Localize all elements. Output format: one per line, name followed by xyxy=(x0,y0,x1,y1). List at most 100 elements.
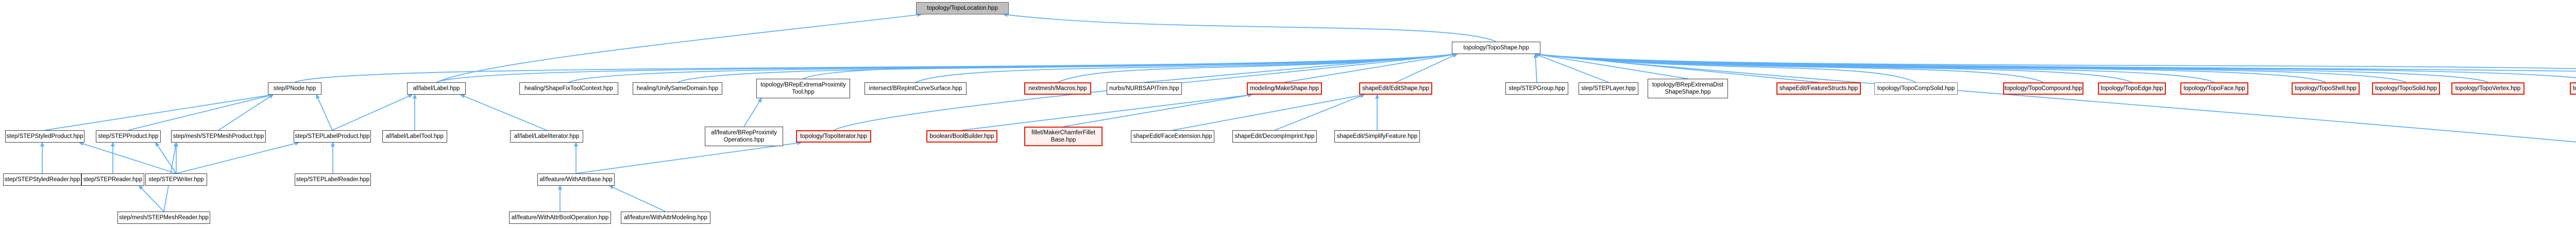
node-label: Operations.hpp xyxy=(723,137,765,143)
node-label: topology/TopoCompound.hpp xyxy=(2004,85,2082,92)
node-label: topology/BRepExtremaDist xyxy=(1652,81,1724,88)
node-stepmeshproduct[interactable]: step/mesh/STEPMeshProduct.hpp xyxy=(171,130,266,143)
node-steplayer[interactable]: step/STEPLayer.hpp xyxy=(1579,82,1638,95)
edge-brepintcurvesurface-to-toposhape xyxy=(915,52,1458,83)
edge-stepwriter-to-steplabelproduct xyxy=(176,141,300,174)
node-label: af/feature/BRepProximity xyxy=(711,129,777,136)
node-faceextension[interactable]: shapeEdit/FaceExtension.hpp xyxy=(1131,130,1214,143)
node-label: shapeEdit/FaceExtension.hpp xyxy=(1133,133,1212,139)
node-label: ShapeShape.hpp xyxy=(1665,89,1711,95)
node-topolocation[interactable]: topology/TopoLocation.hpp xyxy=(916,2,1009,14)
node-label[interactable]: af/label/Label.hpp xyxy=(407,82,466,95)
node-topoface[interactable]: topology/TopoFace.hpp xyxy=(2180,82,2248,95)
node-featurestructs[interactable]: shapeEdit/FeatureStructs.hpp xyxy=(1776,82,1861,95)
node-editshape[interactable]: shapeEdit/EditShape.hpp xyxy=(1359,82,1432,95)
node-label: step/STEPReader.hpp xyxy=(83,176,143,183)
node-stepproduct[interactable]: step/STEPProduct.hpp xyxy=(96,130,161,143)
edge-steplabelproduct-to-label xyxy=(332,94,413,131)
node-steplabelproduct[interactable]: step/STEPLabelProduct.hpp xyxy=(294,130,371,143)
node-label: shapeEdit/SimplifyFeature.hpp xyxy=(1336,133,1418,139)
edge-stepgroup-to-toposhape xyxy=(1533,53,1538,83)
node-label: af/feature/WithAttrBoolOperation.hpp xyxy=(511,214,609,221)
edge-label-to-topolocation xyxy=(436,12,922,83)
edge-nurbsapitrim-to-toposhape xyxy=(1144,52,1458,83)
node-label: af/label/LabelTool.hpp xyxy=(386,133,444,139)
node-label: topology/TopoSolid.hpp xyxy=(2375,85,2437,92)
node-label: topology/TopoEdge.hpp xyxy=(2100,85,2163,92)
node-decompimprint[interactable]: shapeEdit/DecompImprint.hpp xyxy=(1232,130,1317,143)
edge-stepstyledproduct-to-pnode xyxy=(44,93,274,131)
edge-makeshape-to-toposhape xyxy=(1284,52,1458,83)
node-labeltool[interactable]: af/label/LabelTool.hpp xyxy=(382,130,447,143)
node-macros[interactable]: nextmesh/Macros.hpp xyxy=(1024,82,1091,95)
node-label: topology/TopoShape.hpp xyxy=(1463,44,1529,51)
node-label: af/label/LabelIterator.hpp xyxy=(514,133,580,139)
node-toposhell[interactable]: topology/TopoShell.hpp xyxy=(2292,82,2360,95)
node-label: healing/UnifySameDomain.hpp xyxy=(636,85,719,92)
node-topowire[interactable]: topology/TopoWire.hpp xyxy=(2570,82,2576,95)
node-withattrbase[interactable]: af/feature/WithAttrBase.hpp xyxy=(537,173,615,186)
node-label: shapeEdit/EditShape.hpp xyxy=(1362,85,1429,92)
edge-withattrbase-to-topoiterator xyxy=(575,141,802,174)
node-label: step/STEPGroup.hpp xyxy=(1509,85,1565,92)
node-pnode[interactable]: step/PNode.hpp xyxy=(268,82,321,95)
node-topocompsolid[interactable]: topology/TopoCompSolid.hpp xyxy=(1874,82,1958,95)
node-stepmeshreader[interactable]: step/mesh/STEPMeshReader.hpp xyxy=(117,212,210,224)
node-brepintcurvesurface[interactable]: intersect/BRepIntCurveSurface.hpp xyxy=(865,82,967,95)
node-withattrmodeling[interactable]: af/feature/WithAttrModeling.hpp xyxy=(621,212,710,224)
node-label: step/STEPLabelProduct.hpp xyxy=(295,133,370,139)
node-label: shapeEdit/FeatureStructs.hpp xyxy=(1779,85,1858,92)
edge-stepproduct-to-pnode xyxy=(128,93,274,131)
node-label: shapeEdit/DecompImprint.hpp xyxy=(1234,133,1315,139)
node-withattrbooloperation[interactable]: af/feature/WithAttrBoolOperation.hpp xyxy=(509,212,611,224)
node-steplabelreader[interactable]: step/STEPLabelReader.hpp xyxy=(295,173,371,186)
node-label: af/feature/WithAttrBase.hpp xyxy=(539,176,613,183)
node-labeliterator[interactable]: af/label/LabelIterator.hpp xyxy=(510,130,583,143)
node-stepwriter[interactable]: step/STEPWriter.hpp xyxy=(145,173,207,186)
node-label: topology/TopoCompSolid.hpp xyxy=(1877,85,1955,92)
node-label: modeling/MakeShape.hpp xyxy=(1250,85,1319,92)
node-shapefixtoolcontext[interactable]: healing/ShapeFixToolContext.hpp xyxy=(519,82,618,95)
node-toposolid[interactable]: topology/TopoSolid.hpp xyxy=(2372,82,2440,95)
node-stepreader[interactable]: step/STEPReader.hpp xyxy=(81,173,144,186)
node-label: nurbs/NURBSAPITrim.hpp xyxy=(1109,85,1179,92)
node-label: step/mesh/STEPMeshProduct.hpp xyxy=(173,133,264,139)
node-label: step/STEPWriter.hpp xyxy=(148,176,204,183)
node-label: topology/BRepExtremaProximity xyxy=(760,81,846,88)
edge-stepmeshproduct-to-pnode xyxy=(218,94,274,131)
node-simplifyfeature[interactable]: shapeEdit/SimplifyFeature.hpp xyxy=(1334,130,1420,143)
node-nurbsapitrim[interactable]: nurbs/NURBSAPITrim.hpp xyxy=(1107,82,1182,95)
node-label: Base.hpp xyxy=(1050,137,1076,143)
node-label: healing/ShapeFixToolContext.hpp xyxy=(524,85,613,92)
edge-hlrinternal-to-toposhape xyxy=(1534,52,2576,72)
node-topoiterator[interactable]: topology/TopoIterator.hpp xyxy=(796,130,871,143)
node-boolbuilder[interactable]: boolean/BoolBuilder.hpp xyxy=(926,130,997,143)
node-stepgroup[interactable]: step/STEPGroup.hpp xyxy=(1505,82,1568,95)
edge-toposhape-to-topolocation xyxy=(1003,12,1497,42)
node-label: af/label/Label.hpp xyxy=(413,85,460,92)
node-topoedge[interactable]: topology/TopoEdge.hpp xyxy=(2098,82,2166,95)
node-topocompound[interactable]: topology/TopoCompound.hpp xyxy=(2003,82,2083,95)
node-label: nextmesh/Macros.hpp xyxy=(1028,85,1087,92)
node-label: topology/TopoShell.hpp xyxy=(2295,85,2357,92)
node-topovertex[interactable]: topology/TopoVertex.hpp xyxy=(2451,82,2524,95)
node-makeshape[interactable]: modeling/MakeShape.hpp xyxy=(1247,82,1322,95)
edge-withattrmodeling-to-withattrbase xyxy=(608,185,666,212)
edge-brepextremaproximitytool-to-toposhape xyxy=(803,52,1458,79)
node-toposhape[interactable]: topology/TopoShape.hpp xyxy=(1452,42,1540,54)
node-unifysamedomain[interactable]: healing/UnifySameDomain.hpp xyxy=(633,82,722,95)
edge-faceextension-to-editshape xyxy=(1172,93,1365,131)
node-stepstyledproduct[interactable]: step/STEPStyledProduct.hpp xyxy=(5,130,84,143)
node-label: af/feature/WithAttrModeling.hpp xyxy=(624,214,707,221)
edge-topoiterator-to-toposhape xyxy=(833,52,1458,131)
node-label: topology/TopoLocation.hpp xyxy=(927,5,998,11)
node-label: step/PNode.hpp xyxy=(273,85,316,92)
node-stepstyledreader[interactable]: step/STEPStyledReader.hpp xyxy=(3,173,81,186)
edge-makerchamferfilletbase-to-makeshape xyxy=(1063,93,1253,127)
edge-brepextremadist-to-toposhape xyxy=(1534,52,1688,79)
